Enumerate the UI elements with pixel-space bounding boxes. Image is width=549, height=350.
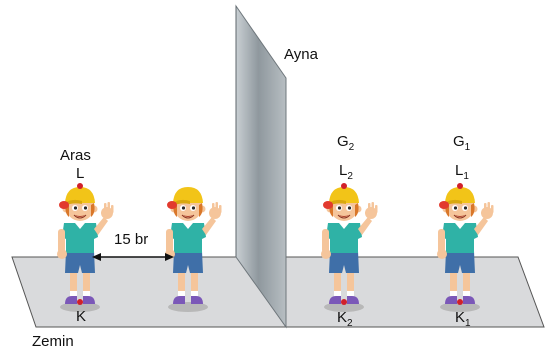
point-k [77, 299, 83, 305]
point-l2 [341, 183, 347, 189]
distance-label: 15 br [114, 231, 149, 248]
image2-top-label: L2 [339, 162, 353, 182]
image1-top-label: L1 [455, 162, 469, 182]
distance-arrow [92, 253, 174, 261]
plane-mirror-diagram [11, 4, 545, 329]
point-k2 [341, 299, 347, 305]
image1-name-label: G1 [453, 133, 471, 153]
point-k1 [457, 299, 463, 305]
image2-name-label: G2 [337, 133, 355, 153]
object-top-label: L [76, 165, 85, 182]
object-name-label: Aras [60, 147, 91, 164]
mirror-label: Ayna [284, 46, 318, 63]
floor-right [285, 256, 545, 328]
image2-bottom-label: K2 [337, 309, 353, 329]
object-bottom-label: K [76, 308, 87, 325]
point-l1 [457, 183, 463, 189]
image1-bottom-label: K1 [455, 309, 471, 329]
point-l [77, 183, 83, 189]
